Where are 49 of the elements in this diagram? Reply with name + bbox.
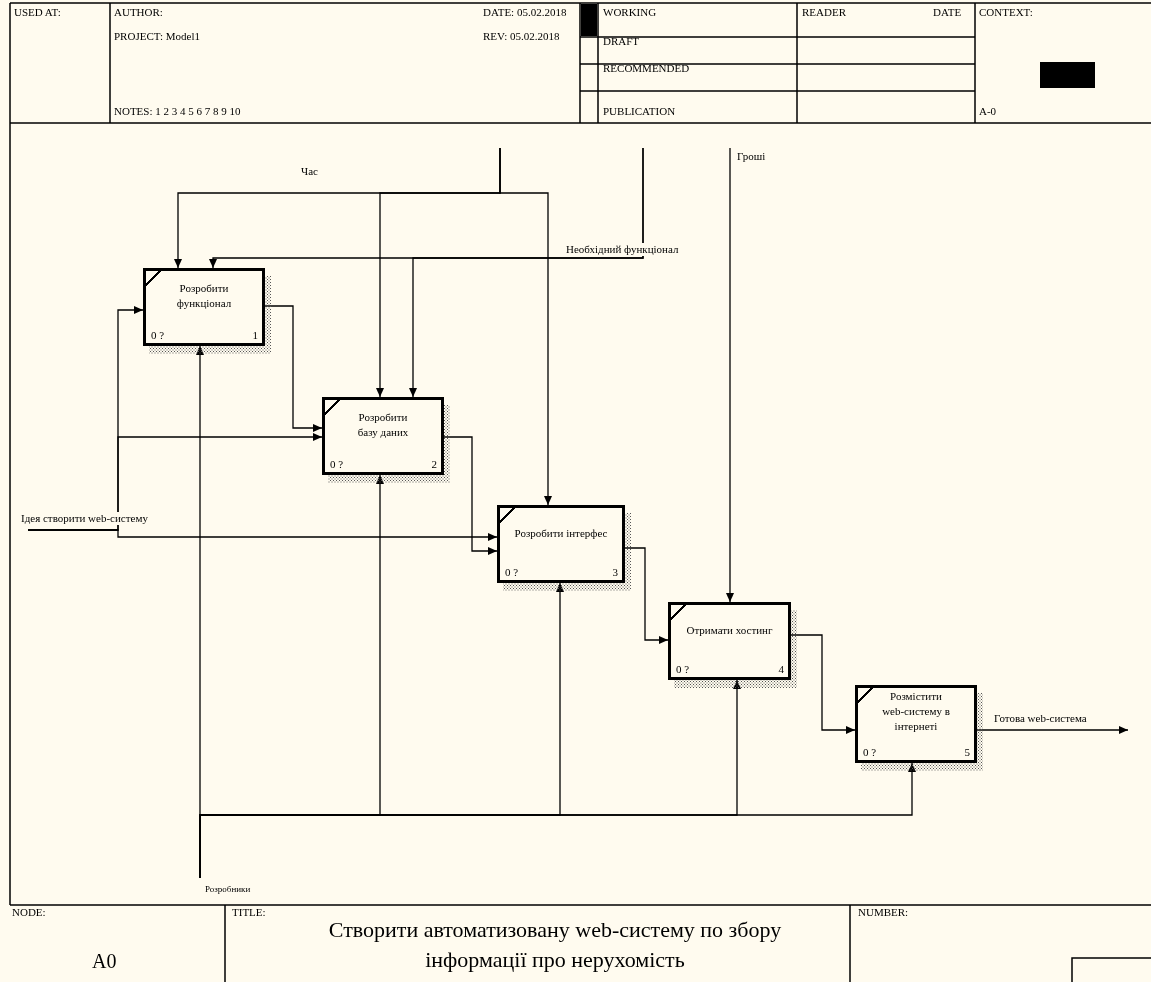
cost-label: 0 ? — [330, 458, 344, 470]
form-field-label: TITLE: — [232, 906, 266, 919]
edge-label: Готова web-система — [993, 712, 1088, 725]
form-field-label: READER — [802, 6, 846, 19]
activity-label: Розробити базу даних — [356, 410, 410, 440]
form-field-label: REV: 05.02.2018 — [483, 30, 560, 43]
form-field-label: NUMBER: — [858, 906, 909, 919]
activity-label: Отримати хостинг — [685, 623, 774, 638]
arrow — [409, 147, 644, 398]
form-field-label: A-0 — [979, 105, 997, 118]
cost-label: 0 ? — [863, 746, 877, 758]
form-field-label: A0 — [92, 955, 117, 968]
activity-box — [497, 505, 625, 583]
cost-label: 0 ? — [676, 663, 690, 675]
node-number: 5 — [964, 746, 970, 758]
cost-label: 0 ? — [151, 329, 165, 341]
edge-label: Необхідний функціонал — [565, 243, 680, 256]
arrow — [726, 147, 734, 603]
node-number: 4 — [778, 663, 784, 675]
form-field-label: PUBLICATION — [603, 105, 676, 118]
form-field-label: RECOMMENDED — [603, 62, 690, 75]
form-field-label: DATE: 05.02.2018 — [483, 6, 567, 19]
edge-label: Гроші — [736, 150, 767, 163]
form-field-label: AUTHOR: — [114, 6, 163, 19]
activity-label: Розмістити web-систему в інтернеті — [882, 689, 950, 734]
activity-box — [668, 602, 791, 680]
node-number: 3 — [612, 566, 618, 578]
arrow — [499, 147, 552, 506]
activity-box — [143, 268, 265, 346]
form-field-label: PROJECT: Model1 — [114, 30, 200, 43]
edge-label: Ідея створити web-систему — [20, 512, 149, 525]
form-field-label: CONTEXT: — [979, 6, 1033, 19]
activity-box — [322, 397, 444, 475]
activity-label: Розробити інтерфес — [513, 526, 609, 541]
activity-box — [855, 685, 977, 763]
edge-label: Розробники — [204, 883, 252, 896]
form-field-label: WORKING — [603, 6, 657, 19]
activity-label: Розробити функціонал — [175, 281, 233, 311]
diagram-title: Створити автоматизовану web-систему по збору інформації про нерухомість — [327, 916, 783, 974]
node-number: 1 — [252, 329, 258, 341]
form-field-label: NODE: — [12, 906, 46, 919]
edge-label: Час — [300, 165, 319, 178]
form-field-label: USED AT: — [14, 6, 61, 19]
node-number: 2 — [431, 458, 437, 470]
form-field-label: DATE — [933, 6, 962, 19]
form-field-label: DRAFT — [603, 35, 640, 48]
arrow — [27, 529, 498, 541]
form-field-label: NOTES: 1 2 3 4 5 6 7 8 9 10 — [114, 105, 241, 118]
cost-label: 0 ? — [505, 566, 519, 578]
